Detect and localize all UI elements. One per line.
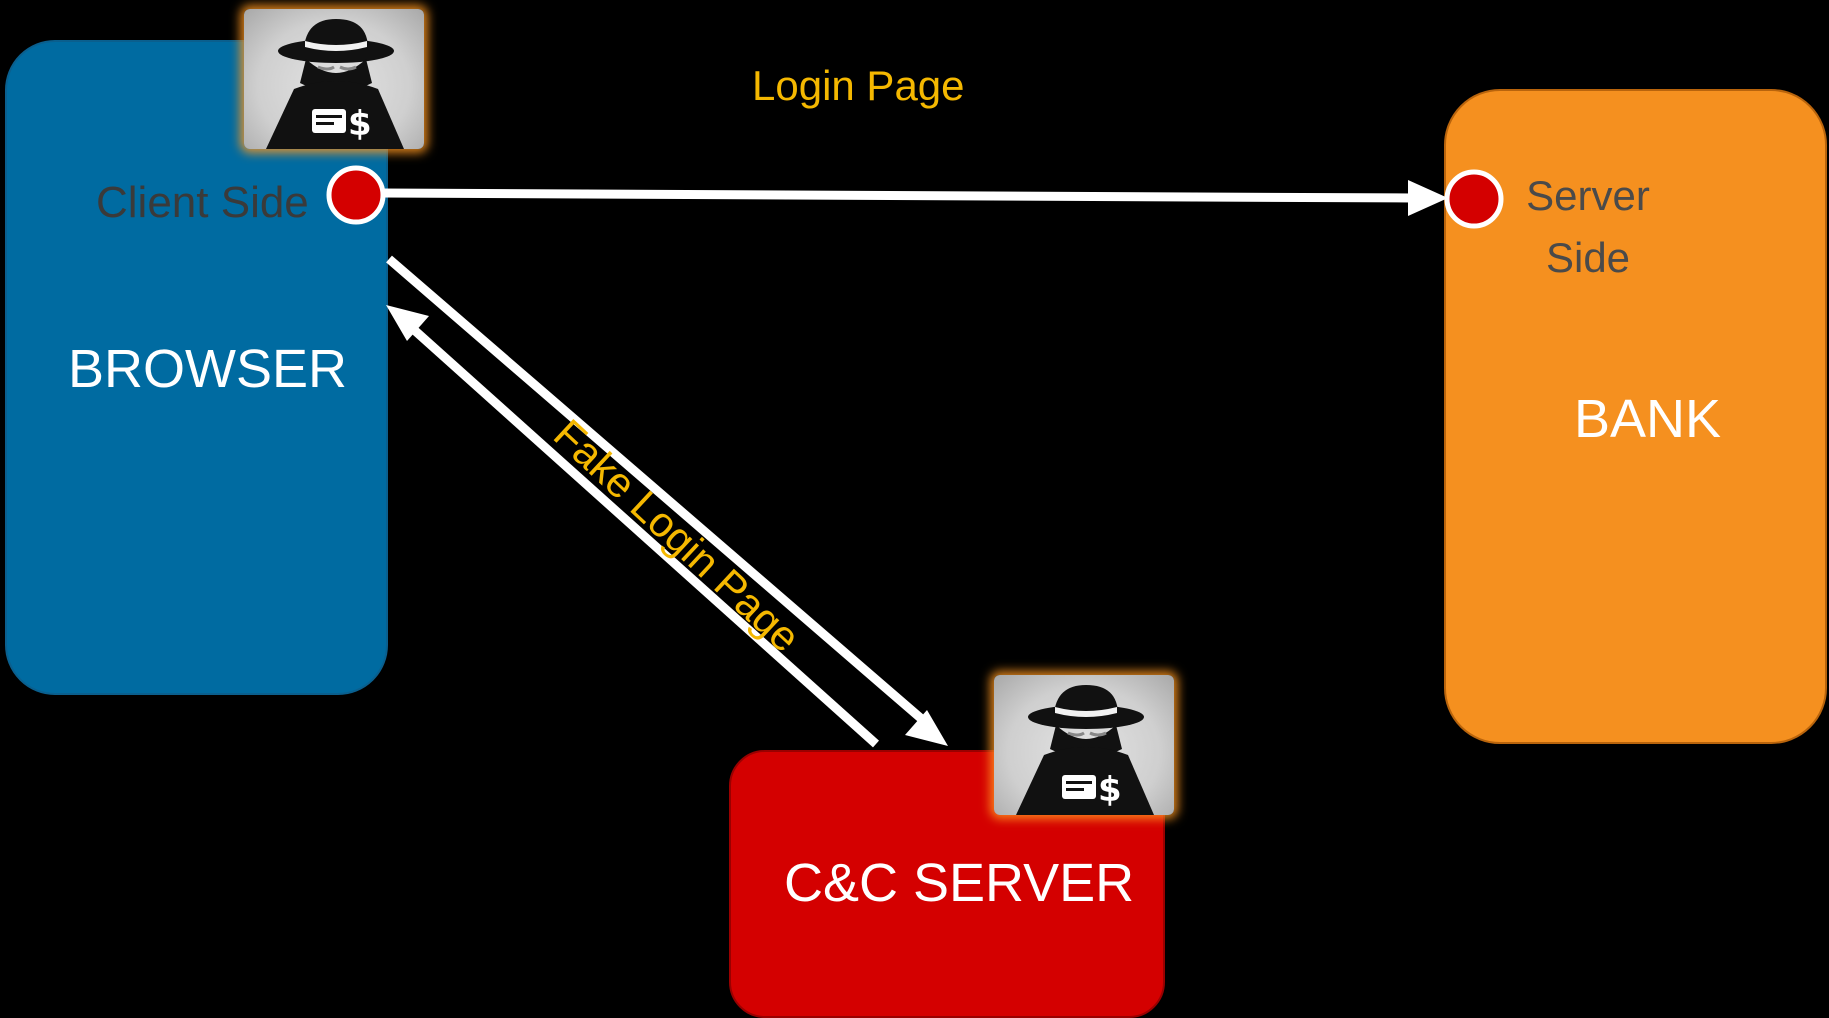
svg-text:$: $	[1098, 770, 1122, 810]
hacker-spy-icon: $	[994, 675, 1174, 815]
bank-title: BANK	[1574, 389, 1722, 449]
client-endpoint-dot	[326, 165, 386, 225]
svg-text:$: $	[348, 104, 372, 144]
server-side-label: Server Side	[1520, 165, 1656, 289]
hacker-spy-icon: $	[244, 9, 424, 149]
client-side-label: Client Side	[96, 178, 309, 227]
server-side-label-line1: Server	[1526, 172, 1650, 219]
server-side-label-line2: Side	[1545, 234, 1631, 281]
server-endpoint-dot	[1444, 169, 1504, 229]
browser-node	[5, 40, 388, 695]
login-page-arrow	[369, 180, 1448, 216]
browser-title: BROWSER	[68, 339, 348, 399]
login-page-label: Login Page	[752, 62, 965, 109]
cnc-to-browser-arrow	[386, 305, 880, 748]
browser-to-cnc-arrow	[386, 255, 948, 746]
cnc-server-title: C&C SERVER	[784, 853, 1135, 913]
bank-node	[1444, 89, 1827, 744]
